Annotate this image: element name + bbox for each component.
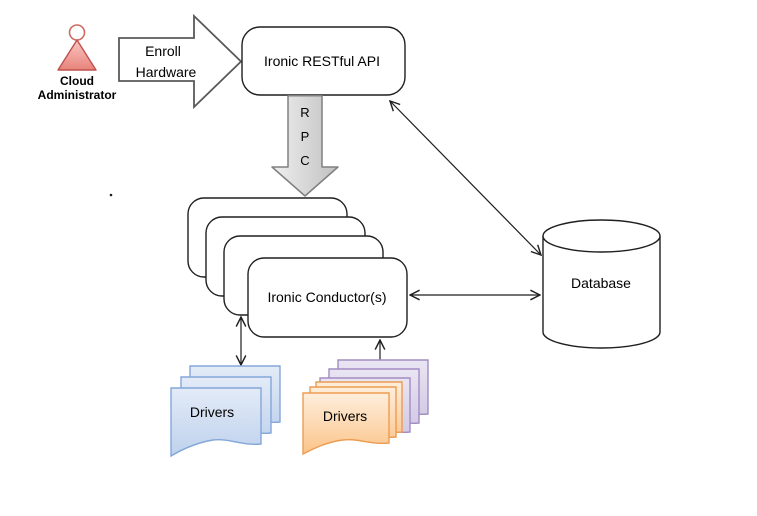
small-dot [109,193,113,197]
drivers-orange-label: Drivers [323,408,367,424]
cylinder-top-icon [542,219,661,253]
drivers-stack-blue: Drivers [170,365,281,458]
drivers-stack-orange: Drivers [302,359,429,456]
api-box-shape [241,26,406,96]
actor-label-line1: Cloud [60,74,94,88]
conductor-label: Ironic Conductor(s) [267,289,386,305]
rpc-arrow: R P C [271,95,339,197]
connector-api-database [390,101,541,255]
rpc-letter-c: C [300,153,309,168]
block-arrow-down-icon [271,95,339,197]
rpc-letter-r: R [300,105,309,120]
actor-label-line2: Administrator [38,88,117,102]
cloud-administrator: Cloud Administrator [38,24,117,102]
rpc-letter-p: P [301,129,310,144]
ironic-restful-api-box: Ironic RESTful API [241,26,406,96]
person-icon [57,39,97,71]
drivers-blue-label: Drivers [190,404,234,420]
enroll-hardware-arrow: Enroll Hardware [118,13,243,110]
document-icon [170,387,262,458]
database-cylinder: Database [542,219,661,349]
conductor-box-front [247,257,408,338]
api-box-label: Ironic RESTful API [264,53,380,69]
cylinder-body-icon [542,236,661,349]
block-arrow-right-icon [118,13,243,110]
ironic-conductor-stack: Ironic Conductor(s) [187,197,408,338]
database-label: Database [571,275,631,291]
person-head-icon [68,24,86,41]
enroll-label-line1: Enroll [145,43,181,59]
document-icon [302,392,390,456]
enroll-label-line2: Hardware [136,64,197,80]
